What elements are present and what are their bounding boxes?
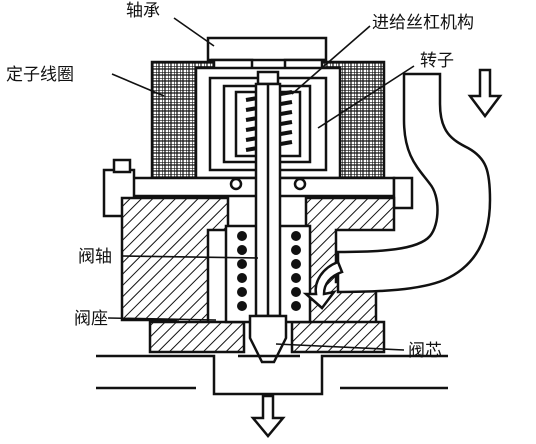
down-arrow-icon: [467, 68, 503, 119]
label-stator-coil: 定子线圈: [6, 65, 74, 85]
top-cap: [206, 36, 328, 72]
label-lead-screw: 进给丝杠机构: [372, 13, 474, 33]
label-valve-core: 阀芯: [408, 341, 442, 361]
spring: [237, 231, 301, 311]
outlet-pipe: [96, 354, 448, 396]
valve-stem: [254, 82, 282, 318]
label-rotor: 转子: [420, 51, 454, 71]
curved-flow-arrow-icon: [302, 260, 344, 310]
label-valve-stem: 阀轴: [78, 247, 112, 267]
label-bearing: 轴承: [126, 1, 160, 21]
leader-lines: [107, 17, 415, 351]
inlet-pipe: [336, 72, 492, 294]
outlet-arrow-icon: [250, 394, 286, 438]
label-valve-seat: 阀座: [74, 309, 108, 329]
valve-core: [248, 314, 288, 364]
